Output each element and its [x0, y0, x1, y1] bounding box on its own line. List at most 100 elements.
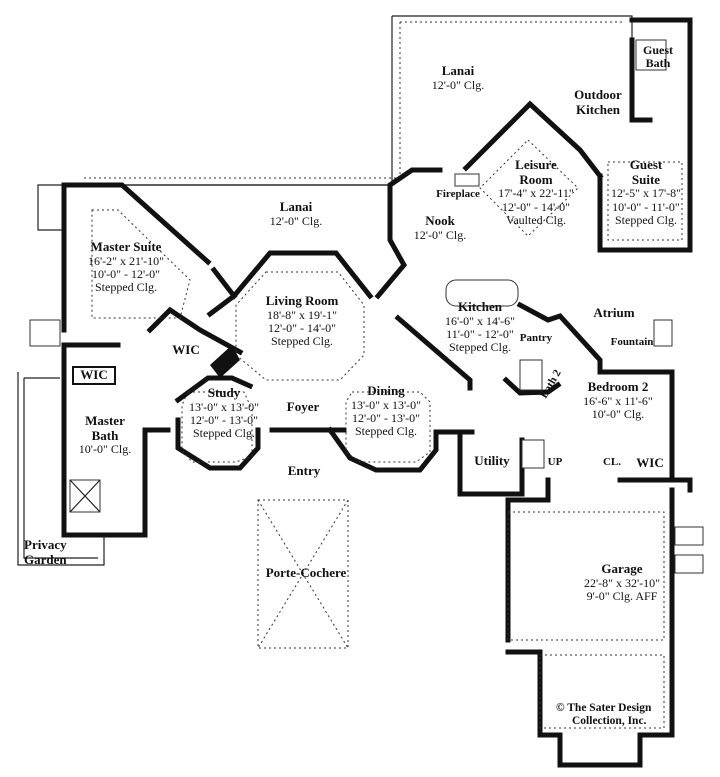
room-ceiling: 10'-0" - 11'-0": [612, 199, 680, 214]
room-size: 13'-0" x 13'-0": [188, 399, 260, 414]
ceiling-outlines: [91, 139, 683, 729]
room-name-2: Garden: [24, 551, 67, 567]
utility-label: Utility: [466, 453, 518, 469]
leisure-room-label: Leisure Room 17'-4" x 22'-11" 12'-0" - 1…: [486, 157, 586, 227]
copyright-line-2: Collection, Inc.: [572, 715, 647, 728]
room-size: 16'-2" x 21'-10": [87, 253, 165, 268]
wic-left-label: WIC: [72, 366, 116, 385]
room-name: Atrium: [593, 305, 635, 320]
outdoor-kitchen-label: Outdoor Kitchen: [560, 87, 636, 117]
porte-cochere-label: Porte-Cochere: [256, 565, 356, 581]
room-ceiling: 12'-0" - 13'-0": [351, 410, 421, 425]
room-name: WIC: [636, 455, 664, 470]
room-name: Living Room: [265, 293, 339, 308]
room-name: Kitchen: [457, 299, 503, 314]
room-name: UP: [547, 456, 563, 468]
room-name-2: Suite: [631, 171, 661, 187]
pantry-label: Pantry: [512, 332, 560, 344]
room-size: 16'-6" x 11'-6": [583, 393, 653, 408]
room-ceiling: 10'-0" Clg.: [591, 406, 645, 421]
fountain-label: Fountain: [600, 336, 664, 348]
room-name: Pantry: [519, 332, 553, 344]
room-ceiling: 12'-0" - 13'-0": [189, 412, 259, 427]
room-name-2: Kitchen: [575, 101, 621, 117]
study-label: Study 13'-0" x 13'-0" 12'-0" - 13'-0" St…: [180, 385, 268, 441]
room-ceiling: 10'-0" - 12'-0": [91, 266, 161, 281]
room-ceiling-type: Stepped Clg.: [615, 212, 677, 227]
room-name: Outdoor: [574, 87, 622, 102]
room-name: Dining: [367, 383, 405, 398]
room-name: Privacy: [24, 537, 67, 552]
master-suite-label: Master Suite 16'-2" x 21'-10" 10'-0" - 1…: [76, 239, 176, 295]
atrium-label: Atrium: [586, 305, 642, 321]
room-ceiling: 12'-0" - 14'-0": [267, 320, 337, 335]
room-name: WIC: [80, 367, 108, 382]
copyright-line-1: © The Sater Design: [556, 702, 652, 714]
room-name: Guest: [629, 157, 663, 172]
room-name: Master: [85, 413, 125, 428]
privacy-garden-label: Privacy Garden: [24, 537, 94, 567]
dining-label: Dining 13'-0" x 13'-0" 12'-0" - 13'-0" S…: [338, 383, 434, 439]
foyer-label: Foyer: [278, 399, 328, 415]
room-size: 18'-8" x 19'-1": [266, 307, 338, 322]
room-ceiling-type: Stepped Clg.: [95, 280, 157, 295]
nook-label: Nook 12'-0" Clg.: [404, 213, 476, 242]
room-name: Study: [207, 385, 241, 400]
room-size: 13'-0" x 13'-0": [350, 397, 422, 412]
room-name: Fountain: [610, 336, 654, 348]
room-size: 22'-8" x 32'-10": [583, 575, 661, 590]
room-ceiling-type: Stepped Clg.: [355, 424, 417, 439]
room-ceiling-type: Stepped Clg.: [449, 340, 511, 355]
room-ceiling: 11'-0" - 12'-0": [446, 326, 514, 341]
room-name: CL.: [602, 456, 622, 468]
room-name: Lanai: [279, 199, 313, 214]
room-name: Fireplace: [436, 188, 480, 200]
room-name: Bedroom 2: [587, 379, 649, 394]
room-ceiling-type: Vaulted Clg.: [506, 212, 566, 227]
room-ceiling-type: Stepped Clg.: [193, 426, 255, 441]
room-name: Guest: [643, 43, 673, 57]
fireplace-label: Fireplace: [428, 188, 488, 200]
guest-bath-label: Guest Bath: [632, 43, 684, 71]
room-name-2: Bath: [91, 427, 119, 443]
room-name: Nook: [425, 213, 455, 228]
room-name: Entry: [287, 463, 321, 478]
room-size: 17'-4" x 22'-11": [498, 186, 574, 201]
guest-suite-label: Guest Suite 12'-5" x 17'-8" 10'-0" - 11'…: [604, 157, 688, 227]
room-size: 16'-0" x 14'-6": [444, 313, 516, 328]
lanai-mid-label: Lanai 12'-0" Clg.: [256, 199, 336, 228]
room-ceiling: 12'-0" Clg.: [413, 227, 467, 242]
room-name-2: Room: [519, 171, 553, 187]
closet-label: CL.: [596, 456, 628, 468]
master-bath-label: Master Bath 10'-0" Clg.: [70, 413, 140, 457]
bedroom2-label: Bedroom 2 16'-6" x 11'-6" 10'-0" Clg.: [568, 379, 668, 421]
room-size: 12'-5" x 17'-8": [610, 186, 682, 201]
room-name: Leisure: [515, 157, 557, 172]
room-name: Garage: [601, 561, 643, 576]
wic-master-label: WIC: [164, 342, 208, 358]
lanai-top-label: Lanai 12'-0" Clg.: [418, 63, 498, 92]
up-label: UP: [540, 456, 570, 468]
entry-label: Entry: [276, 463, 332, 479]
room-ceiling: 10'-0" Clg.: [78, 442, 132, 457]
wic-bed2-label: WIC: [630, 455, 670, 471]
room-name-2: Bath: [645, 56, 671, 71]
room-ceiling: 9'-0" Clg. AFF: [586, 588, 658, 603]
kitchen-label: Kitchen 16'-0" x 14'-6" 11'-0" - 12'-0" …: [436, 299, 524, 355]
room-name: Master Suite: [90, 239, 162, 254]
fixtures: [29, 39, 704, 574]
room-ceiling: 12'-0" Clg.: [431, 77, 485, 92]
room-name: WIC: [172, 342, 200, 357]
exterior-walls: [17, 17, 693, 768]
room-ceiling: 12'-0" - 14'-0": [501, 199, 571, 214]
room-ceiling: 12'-0" Clg.: [269, 213, 323, 228]
room-name: Lanai: [441, 63, 475, 78]
living-room-label: Living Room 18'-8" x 19'-1" 12'-0" - 14'…: [254, 293, 350, 349]
garage-label: Garage 22'-8" x 32'-10" 9'-0" Clg. AFF: [570, 561, 674, 603]
room-name: Porte-Cochere: [265, 565, 347, 580]
room-name: Utility: [474, 453, 510, 468]
room-name: Foyer: [286, 399, 320, 414]
room-ceiling-type: Stepped Clg.: [271, 334, 333, 349]
